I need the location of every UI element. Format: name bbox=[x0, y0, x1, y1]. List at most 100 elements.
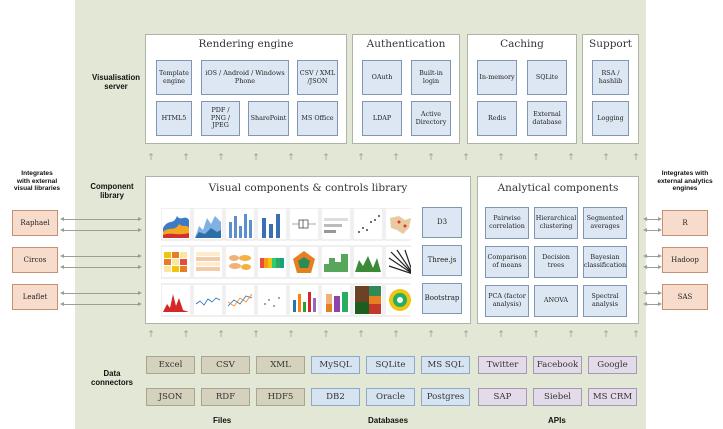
analytical-box: Hierarchical clustering bbox=[534, 207, 578, 239]
double-arrow-icon bbox=[643, 254, 662, 258]
component-box: OAuth bbox=[362, 60, 402, 95]
label-line: server bbox=[104, 81, 128, 91]
library-box: Bootstrap bbox=[422, 283, 462, 314]
analytical-components-panel: Analytical components Pairwise correlati… bbox=[477, 176, 639, 324]
component-box: Logging bbox=[592, 101, 629, 136]
double-arrow-icon bbox=[60, 254, 142, 258]
double-arrow-icon bbox=[60, 302, 142, 306]
support-panel: Support RSA / hashlib Logging bbox=[582, 34, 639, 144]
connector-files: Excel bbox=[146, 356, 195, 374]
thumb-spike bbox=[160, 283, 192, 317]
up-arrow-icon: ↑ bbox=[322, 330, 330, 340]
files-group-label: Files bbox=[213, 416, 232, 425]
double-arrow-icon bbox=[643, 217, 662, 221]
connector-apis: Twitter bbox=[478, 356, 527, 374]
library-box: Three.js bbox=[422, 245, 462, 276]
analytical-box: Spectral analysis bbox=[583, 285, 627, 317]
component-box: External database bbox=[527, 101, 567, 136]
up-arrow-icon: ↑ bbox=[287, 330, 295, 340]
component-library-label: Component library bbox=[82, 182, 142, 201]
connector-apis: MS CRM bbox=[588, 388, 637, 406]
up-arrow-icon: ↑ bbox=[322, 153, 330, 163]
panel-title: Rendering engine bbox=[198, 38, 294, 50]
thumb-bubbles bbox=[224, 245, 256, 279]
connector-databases: MySQL bbox=[311, 356, 360, 374]
thumb-stacked-bar bbox=[320, 283, 352, 317]
component-box: HTML5 bbox=[156, 101, 192, 136]
panel-title: Caching bbox=[500, 38, 544, 50]
thumb-heatgrid bbox=[192, 245, 224, 279]
up-arrow-icon: ↑ bbox=[392, 153, 400, 163]
analytical-box: Decision trees bbox=[534, 246, 578, 278]
connector-databases: MS SQL bbox=[421, 356, 470, 374]
component-box: Redis bbox=[477, 101, 517, 136]
double-arrow-icon bbox=[643, 228, 662, 232]
thumb-bar-stack bbox=[224, 207, 256, 241]
external-engine-box: SAS bbox=[662, 284, 708, 310]
up-arrow-icon: ↑ bbox=[602, 153, 610, 163]
connector-databases: Oracle bbox=[366, 388, 415, 406]
up-arrow-icon: ↑ bbox=[252, 330, 260, 340]
double-arrow-icon bbox=[60, 228, 142, 232]
up-arrow-icon: ↑ bbox=[532, 330, 540, 340]
connector-apis: Facebook bbox=[533, 356, 582, 374]
thumb-map bbox=[384, 207, 416, 241]
up-arrow-icon: ↑ bbox=[357, 153, 365, 163]
analytical-box: ANOVA bbox=[534, 285, 578, 317]
component-box: CSV / XML /JSON bbox=[297, 60, 338, 95]
thumb-boxplot bbox=[288, 207, 320, 241]
panel-title: Analytical components bbox=[497, 182, 619, 194]
label-line: library bbox=[100, 190, 124, 200]
component-box: Active Directory bbox=[411, 101, 451, 136]
analytical-box: Bayesian classification bbox=[583, 246, 627, 278]
thumb-step bbox=[320, 245, 352, 279]
connector-files: JSON bbox=[146, 388, 195, 406]
chart-thumbnails bbox=[160, 207, 416, 317]
visual-components-panel: Visual components & controls library bbox=[145, 176, 471, 324]
thumb-radar bbox=[288, 245, 320, 279]
left-integration-title: Integrates with external visual librarie… bbox=[2, 170, 72, 193]
up-arrow-icon: ↑ bbox=[287, 153, 295, 163]
thumb-multiline bbox=[224, 283, 256, 317]
up-arrow-icon: ↑ bbox=[567, 153, 575, 163]
label-line: engines bbox=[672, 185, 698, 193]
up-arrow-icon: ↑ bbox=[427, 330, 435, 340]
up-arrow-icon: ↑ bbox=[357, 330, 365, 340]
up-arrow-icon: ↑ bbox=[427, 153, 435, 163]
connector-databases: DB2 bbox=[311, 388, 360, 406]
connector-files: CSV bbox=[201, 356, 250, 374]
connector-apis: Siebel bbox=[533, 388, 582, 406]
up-arrow-icon: ↑ bbox=[567, 330, 575, 340]
external-library-box: Circos bbox=[12, 247, 58, 273]
label-line: with external bbox=[16, 177, 58, 185]
panel-title: Support bbox=[589, 38, 632, 50]
thumb-bullet bbox=[320, 207, 352, 241]
up-arrow-icon: ↑ bbox=[632, 153, 640, 163]
up-arrow-icon: ↑ bbox=[252, 153, 260, 163]
up-arrow-icon: ↑ bbox=[147, 330, 155, 340]
databases-group-label: Databases bbox=[368, 416, 409, 425]
component-box: SharePoint bbox=[248, 101, 289, 136]
double-arrow-icon bbox=[60, 217, 142, 221]
thumb-hills bbox=[352, 245, 384, 279]
up-arrow-icon: ↑ bbox=[217, 330, 225, 340]
external-engine-box: Hadoop bbox=[662, 247, 708, 273]
thumb-area bbox=[192, 207, 224, 241]
library-box: D3 bbox=[422, 207, 462, 238]
label-line: connectors bbox=[90, 377, 134, 387]
thumb-scatter bbox=[352, 207, 384, 241]
analytical-box: Pairwise correlation bbox=[485, 207, 529, 239]
thumb-sunburst bbox=[384, 283, 416, 317]
label-line: Integrates with bbox=[661, 170, 709, 177]
label-line: Component bbox=[90, 182, 134, 191]
visualisation-server-label: Visualisation server bbox=[82, 73, 150, 92]
component-box: In-memory bbox=[477, 60, 517, 95]
thumb-heatmap bbox=[160, 245, 192, 279]
component-box: iOS / Android / Windows Phone bbox=[201, 60, 289, 95]
thumb-colorbar bbox=[256, 245, 288, 279]
up-arrow-icon: ↑ bbox=[497, 330, 505, 340]
up-arrow-icon: ↑ bbox=[182, 330, 190, 340]
analytical-box: Comparison of means bbox=[485, 246, 529, 278]
thumb-stream bbox=[160, 207, 192, 241]
label-line: Integrates bbox=[21, 170, 53, 177]
